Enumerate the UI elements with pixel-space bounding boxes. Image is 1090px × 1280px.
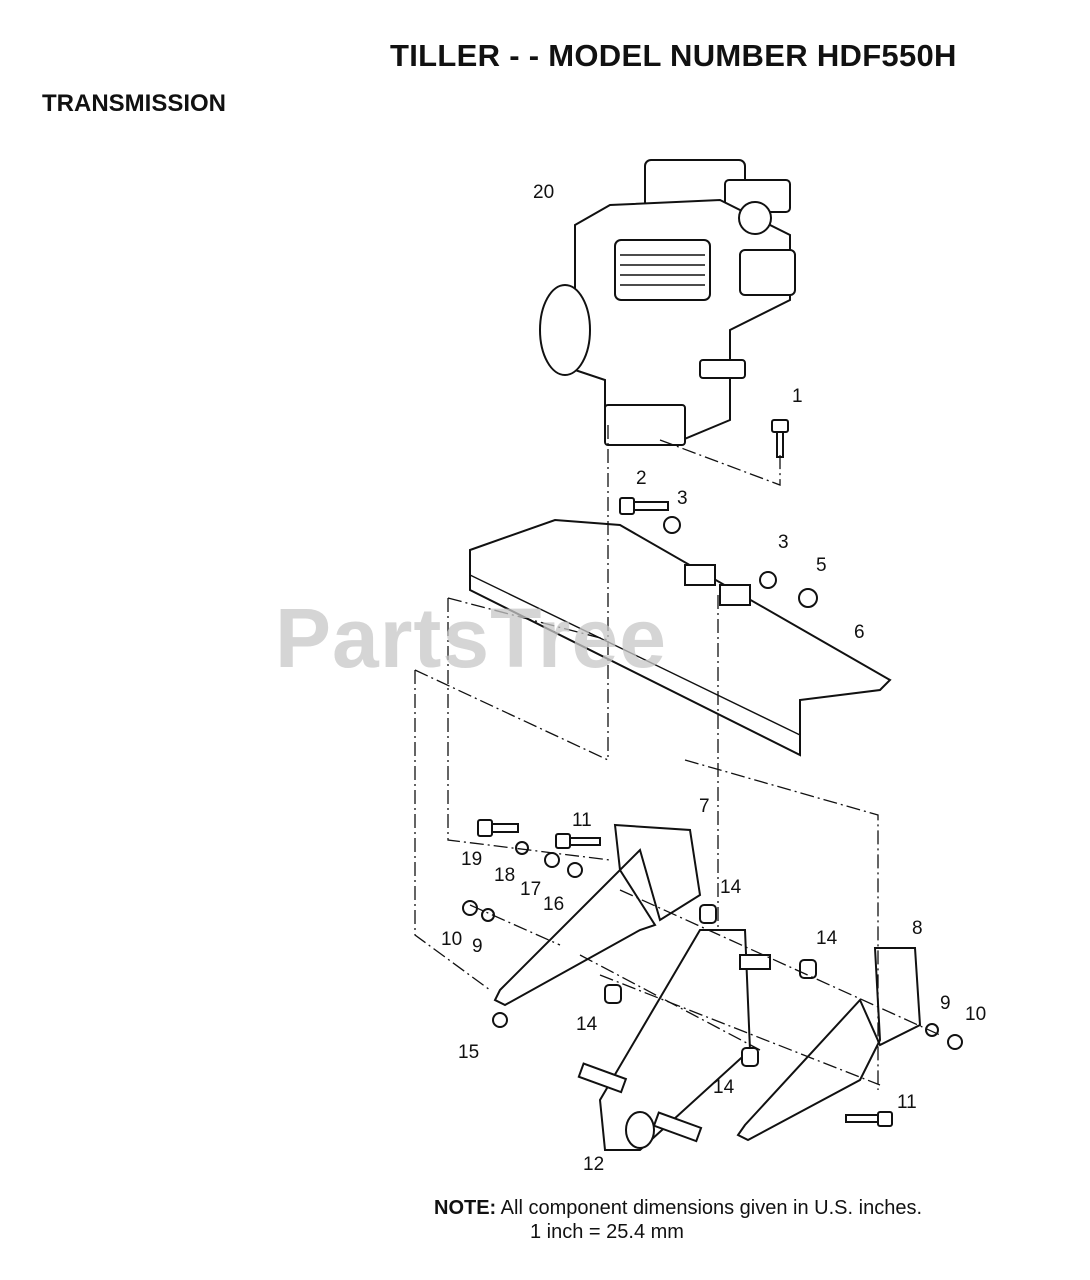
callout-8: 8	[912, 918, 923, 939]
callout-6: 6	[854, 622, 865, 643]
spacer-14c	[604, 984, 622, 1004]
callout-7: 7	[699, 796, 710, 817]
spacer-14d	[741, 1047, 759, 1067]
callout-11b: 11	[897, 1092, 917, 1113]
callout-12: 12	[583, 1154, 604, 1175]
section-title: TRANSMISSION	[42, 90, 227, 117]
nut-10b	[947, 1034, 963, 1050]
washer-3b	[759, 571, 777, 589]
bolt-11a	[555, 833, 601, 849]
spacer-14b	[799, 959, 817, 979]
callout-labels: 20 1 2 3 3 5 6 7 11 19 18 17 16 14 14 8 …	[441, 182, 986, 1175]
bolt-1	[771, 419, 789, 458]
nut-15	[492, 1012, 508, 1028]
callout-5: 5	[816, 555, 827, 576]
callout-19: 19	[461, 849, 482, 870]
callout-11a: 11	[572, 810, 592, 831]
page-title: TILLER - - MODEL NUMBER HDF550H	[390, 38, 957, 73]
shield-6	[469, 518, 892, 757]
callout-14d: 14	[713, 1077, 735, 1098]
callout-2: 2	[636, 468, 647, 489]
callout-20: 20	[533, 182, 554, 203]
spacer-14a	[699, 904, 717, 924]
nut-10a	[462, 900, 478, 916]
callout-10a: 10	[441, 929, 462, 950]
note-line-1: All component dimensions given in U.S. i…	[500, 1197, 922, 1219]
callout-16: 16	[543, 894, 564, 915]
note-label: NOTE:	[434, 1197, 497, 1219]
bolt-11b	[845, 1111, 893, 1127]
callout-10b: 10	[965, 1004, 986, 1025]
nut-5	[798, 588, 818, 608]
bracket-7	[493, 823, 702, 1007]
washer-17	[544, 852, 560, 868]
callout-3a: 3	[677, 488, 688, 509]
callout-14a: 14	[720, 877, 742, 898]
callout-14b: 14	[816, 928, 838, 949]
bolt-2	[619, 497, 669, 515]
gear-case-12	[577, 929, 771, 1151]
callout-14c: 14	[576, 1014, 598, 1035]
callout-9b: 9	[940, 993, 951, 1014]
callout-3b: 3	[778, 532, 789, 553]
note-line-2: 1 inch = 25.4 mm	[530, 1221, 684, 1243]
callout-15: 15	[458, 1042, 479, 1063]
callout-17: 17	[520, 879, 541, 900]
dimension-note: NOTE: All component dimensions given in …	[434, 1196, 922, 1244]
washer-18	[515, 841, 529, 855]
watermark-logo: PartsTree	[275, 591, 667, 685]
callout-9a: 9	[472, 936, 483, 957]
washer-3a	[663, 516, 681, 534]
engine-assembly	[539, 159, 796, 447]
callout-1: 1	[792, 386, 803, 407]
assembly-lines	[414, 425, 941, 1090]
bolt-19	[477, 819, 519, 837]
callout-18: 18	[494, 865, 515, 886]
washer-16	[567, 862, 583, 878]
bracket-8	[736, 947, 922, 1142]
